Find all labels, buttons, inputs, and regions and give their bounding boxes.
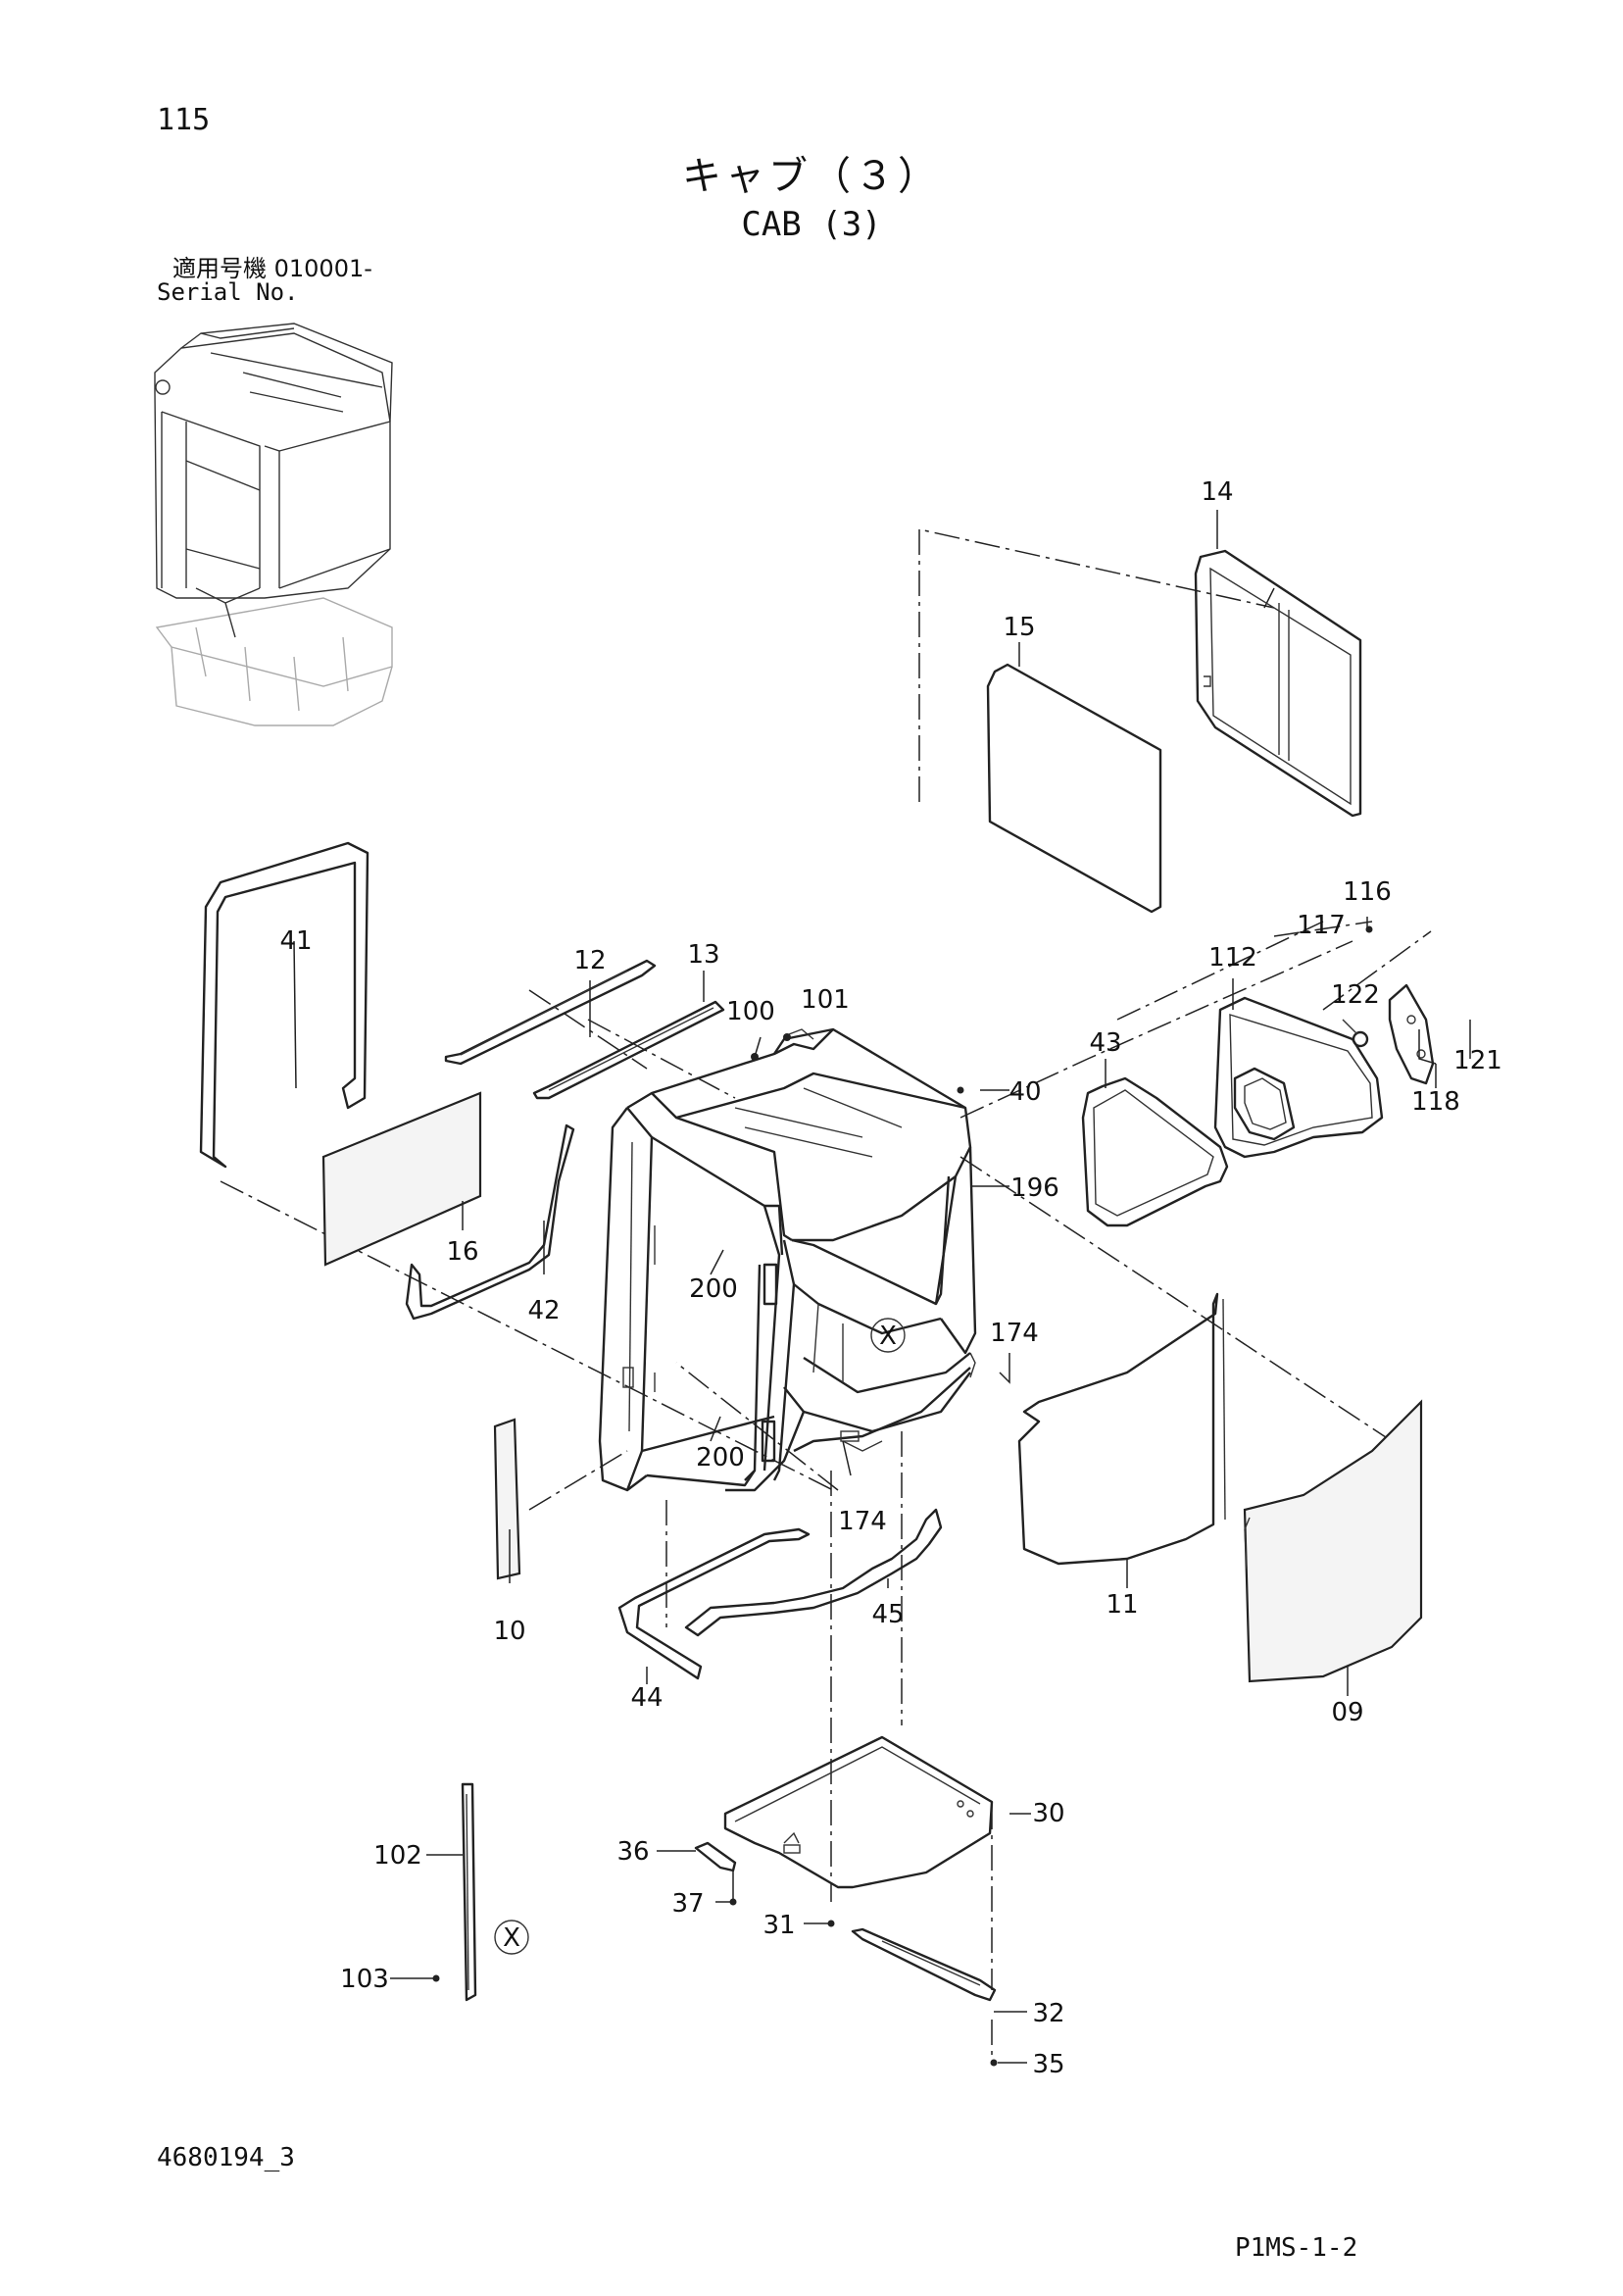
bracket-36 bbox=[694, 1841, 737, 1872]
plate-32 bbox=[851, 1927, 997, 2002]
callout-102: 102 bbox=[373, 1841, 422, 1871]
part-13-shape bbox=[532, 1000, 725, 1100]
callout-116: 116 bbox=[1343, 877, 1392, 907]
callout-30: 30 bbox=[1032, 1799, 1064, 1828]
callout-196: 196 bbox=[1010, 1173, 1059, 1203]
page-code: P1MS-1-2 bbox=[1235, 2233, 1358, 2263]
serial-label-japanese: 適用号機 010001- bbox=[172, 255, 372, 282]
callout-112: 112 bbox=[1208, 943, 1257, 973]
callout-37: 37 bbox=[671, 1889, 704, 1919]
page-number: 115 bbox=[157, 103, 211, 137]
front-glass-11 bbox=[1017, 1292, 1226, 1566]
reference-x2-label: X bbox=[503, 1923, 520, 1953]
rear-seal-41 bbox=[199, 841, 369, 1169]
duct-112 bbox=[1213, 996, 1384, 1159]
panel-10 bbox=[493, 1418, 521, 1580]
callout-31: 31 bbox=[762, 1911, 795, 1940]
callout-174-lower: 174 bbox=[838, 1507, 887, 1536]
callout-10: 10 bbox=[493, 1617, 525, 1646]
drawing-code: 4680194_3 bbox=[157, 2143, 295, 2172]
cab-overview-thumbnail bbox=[154, 323, 393, 726]
callout-122: 122 bbox=[1331, 980, 1380, 1010]
leader-lines bbox=[293, 510, 1471, 2064]
callout-100: 100 bbox=[726, 997, 775, 1026]
alignment-chain-lines bbox=[220, 528, 1432, 2059]
callout-09: 09 bbox=[1331, 1698, 1363, 1727]
callout-36: 36 bbox=[616, 1837, 649, 1867]
part-12-shape bbox=[444, 959, 657, 1066]
callout-40: 40 bbox=[1008, 1077, 1041, 1107]
glass-16 bbox=[321, 1091, 482, 1267]
callout-42: 42 bbox=[527, 1296, 560, 1325]
reference-mark-x2: X bbox=[494, 1920, 529, 1955]
title-english: CAB (3) bbox=[741, 205, 882, 244]
callout-11: 11 bbox=[1106, 1590, 1138, 1620]
serial-label-english: Serial No. bbox=[157, 278, 299, 306]
strip-102 bbox=[461, 1782, 477, 2002]
title-japanese: キャブ（３） bbox=[682, 154, 941, 199]
callout-16: 16 bbox=[446, 1237, 478, 1267]
seal-43 bbox=[1081, 1076, 1229, 1227]
fastener-dots bbox=[432, 925, 1373, 2067]
seal-45 bbox=[684, 1508, 943, 1637]
callout-44: 44 bbox=[630, 1683, 663, 1713]
part-callouts: 14 15 116 117 112 122 121 118 43 40 196 … bbox=[279, 477, 1501, 2079]
callout-121: 121 bbox=[1453, 1046, 1502, 1075]
bolt-122 bbox=[1342, 1019, 1369, 1048]
callout-103: 103 bbox=[340, 1965, 389, 1994]
roof-covers bbox=[444, 959, 834, 1100]
floor-mat-30 bbox=[723, 1735, 994, 1889]
reference-x1-label: X bbox=[879, 1322, 897, 1351]
callout-174-right: 174 bbox=[990, 1319, 1039, 1348]
callout-45: 45 bbox=[871, 1600, 904, 1629]
cab-frame bbox=[598, 1027, 977, 1492]
seal-44 bbox=[617, 1527, 811, 1680]
callout-32: 32 bbox=[1032, 1999, 1064, 2028]
callout-41: 41 bbox=[279, 926, 312, 956]
callout-101: 101 bbox=[801, 985, 850, 1015]
callout-12: 12 bbox=[573, 946, 606, 975]
front-lower-glass-09 bbox=[1243, 1399, 1423, 1683]
callout-43: 43 bbox=[1089, 1028, 1121, 1058]
callout-13: 13 bbox=[687, 940, 719, 970]
cover-118 bbox=[1388, 983, 1435, 1085]
window-glass-15 bbox=[986, 663, 1162, 914]
callout-15: 15 bbox=[1003, 613, 1035, 642]
reference-mark-x1: X bbox=[870, 1318, 906, 1353]
callout-200-lower: 200 bbox=[696, 1443, 745, 1472]
callout-14: 14 bbox=[1201, 477, 1233, 507]
callout-35: 35 bbox=[1032, 2050, 1064, 2079]
side-door-14 bbox=[1194, 549, 1362, 818]
callout-117: 117 bbox=[1297, 911, 1346, 940]
callout-118: 118 bbox=[1411, 1087, 1460, 1117]
callout-200-upper: 200 bbox=[689, 1274, 738, 1304]
seal-42 bbox=[405, 1123, 575, 1321]
